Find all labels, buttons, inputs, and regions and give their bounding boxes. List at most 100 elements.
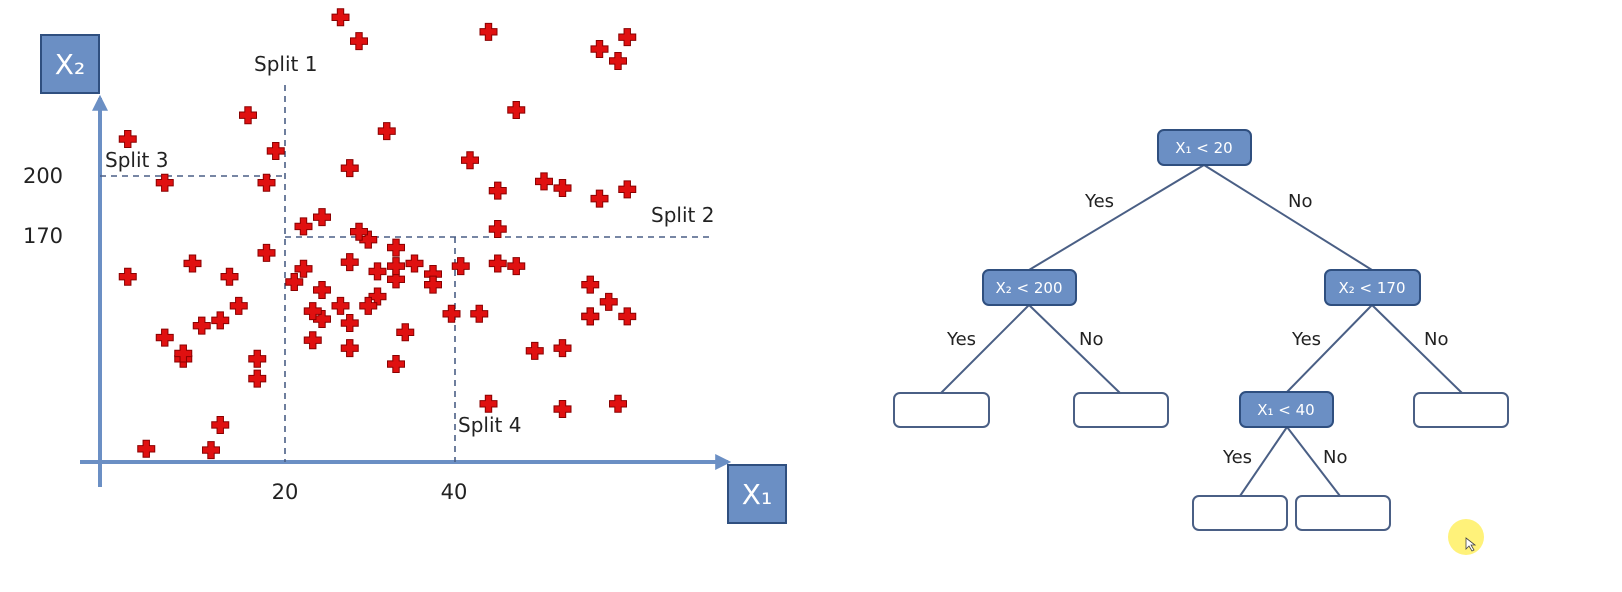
data-point-15 xyxy=(488,181,507,200)
data-point-64 xyxy=(118,267,137,286)
split-2-label: Split 2 xyxy=(651,203,714,227)
data-point-5 xyxy=(590,40,609,59)
data-point-53 xyxy=(396,323,415,342)
scatter-plot: X₂ X₁ 20 40 200 170 Split 1 Split 2 Spli… xyxy=(23,8,787,524)
data-point-30 xyxy=(257,243,276,262)
data-point-54 xyxy=(359,296,378,315)
data-point-48 xyxy=(331,296,350,315)
node-right-left-label: X₁ < 40 xyxy=(1257,401,1314,419)
edge-root-left xyxy=(1028,164,1205,271)
data-point-21 xyxy=(599,292,618,311)
y-axis-label-box: X₂ xyxy=(40,34,100,94)
edge-x1-40-leaf1 xyxy=(1239,426,1288,497)
data-point-16 xyxy=(461,151,479,170)
data-point-2 xyxy=(350,32,368,51)
split-4-label: Split 4 xyxy=(458,413,521,437)
leaf-5 xyxy=(1295,495,1391,531)
data-point-67 xyxy=(553,400,572,419)
data-point-18 xyxy=(553,179,572,198)
x-tick-40: 40 xyxy=(441,480,468,504)
data-point-25 xyxy=(488,220,507,239)
data-point-34 xyxy=(285,273,304,291)
data-point-19 xyxy=(590,189,609,208)
data-point-36 xyxy=(581,275,600,294)
data-point-14 xyxy=(377,122,396,141)
data-point-31 xyxy=(155,328,174,347)
data-point-39 xyxy=(451,257,470,276)
data-point-69 xyxy=(609,394,627,413)
node-left: X₂ < 200 xyxy=(982,269,1077,306)
data-point-27 xyxy=(229,296,248,315)
node-left-label: X₂ < 200 xyxy=(995,279,1062,297)
data-point-13 xyxy=(239,106,257,125)
data-point-4 xyxy=(609,51,627,70)
edge-x1-40-leaf2 xyxy=(1286,426,1341,497)
data-point-66 xyxy=(525,341,544,360)
x-tick-20: 20 xyxy=(272,480,299,504)
mouse-cursor xyxy=(1448,519,1484,555)
data-point-63 xyxy=(248,369,267,388)
data-point-6 xyxy=(118,130,137,149)
data-point-75 xyxy=(479,394,498,413)
edge-label-root-yes: Yes xyxy=(1084,191,1114,212)
edge-left-leaf1 xyxy=(940,304,1030,394)
y-tick-200: 200 xyxy=(23,164,63,188)
data-point-10 xyxy=(507,100,526,119)
node-right: X₂ < 170 xyxy=(1324,269,1421,306)
data-point-20 xyxy=(192,316,211,335)
leaf-4 xyxy=(1192,495,1288,531)
edge-right-node xyxy=(1286,304,1373,393)
edge-label-x1-40-yes: Yes xyxy=(1222,447,1252,468)
data-point-61 xyxy=(137,439,156,458)
edge-label-x1-40-no: No xyxy=(1323,447,1347,468)
data-point-59 xyxy=(294,259,313,278)
edge-label-right-yes: Yes xyxy=(1291,329,1321,350)
data-point-40 xyxy=(368,262,387,281)
data-point-71 xyxy=(470,304,489,323)
data-point-58 xyxy=(340,253,359,272)
data-point-1 xyxy=(331,8,350,27)
data-point-57 xyxy=(387,238,405,257)
edge-label-left-no: No xyxy=(1079,329,1103,350)
leaf-2 xyxy=(1073,392,1169,428)
y-tick-170: 170 xyxy=(23,224,63,248)
data-point-3 xyxy=(618,28,637,47)
data-point-70 xyxy=(507,257,526,276)
data-point-55 xyxy=(340,314,359,333)
data-point-32 xyxy=(220,267,239,286)
cursor-arrow-icon xyxy=(1465,537,1477,552)
data-point-49 xyxy=(424,275,442,294)
data-point-12 xyxy=(266,141,285,160)
data-point-0 xyxy=(479,22,498,41)
data-point-7 xyxy=(155,173,174,192)
data-point-73 xyxy=(340,339,359,358)
data-point-35 xyxy=(387,270,405,289)
split-3-label: Split 3 xyxy=(105,148,168,172)
decision-tree: Yes No Yes No Yes No Yes No X₁ < 20 X₂ <… xyxy=(893,129,1509,531)
data-point-29 xyxy=(442,304,461,323)
data-point-28 xyxy=(553,339,572,358)
data-point-8 xyxy=(257,173,276,192)
data-point-72 xyxy=(387,355,405,374)
data-point-9 xyxy=(183,254,202,273)
data-point-44 xyxy=(211,311,230,330)
data-point-62 xyxy=(202,441,220,460)
node-root-label: X₁ < 20 xyxy=(1175,139,1232,157)
node-right-left: X₁ < 40 xyxy=(1239,391,1334,428)
data-point-26 xyxy=(313,280,331,299)
edge-left-leaf2 xyxy=(1028,304,1121,394)
data-point-52 xyxy=(387,257,405,276)
data-point-47 xyxy=(211,415,230,434)
node-root: X₁ < 20 xyxy=(1157,129,1252,166)
data-point-37 xyxy=(581,307,600,326)
data-point-68 xyxy=(618,307,637,326)
data-point-74 xyxy=(303,331,322,350)
data-point-42 xyxy=(368,287,387,306)
edge-label-left-yes: Yes xyxy=(946,329,976,350)
data-point-65 xyxy=(174,344,193,363)
edge-right-leaf xyxy=(1371,304,1463,394)
x-axis-label-box: X₁ xyxy=(727,464,787,524)
edge-label-root-no: No xyxy=(1288,191,1312,212)
data-points xyxy=(118,8,637,460)
